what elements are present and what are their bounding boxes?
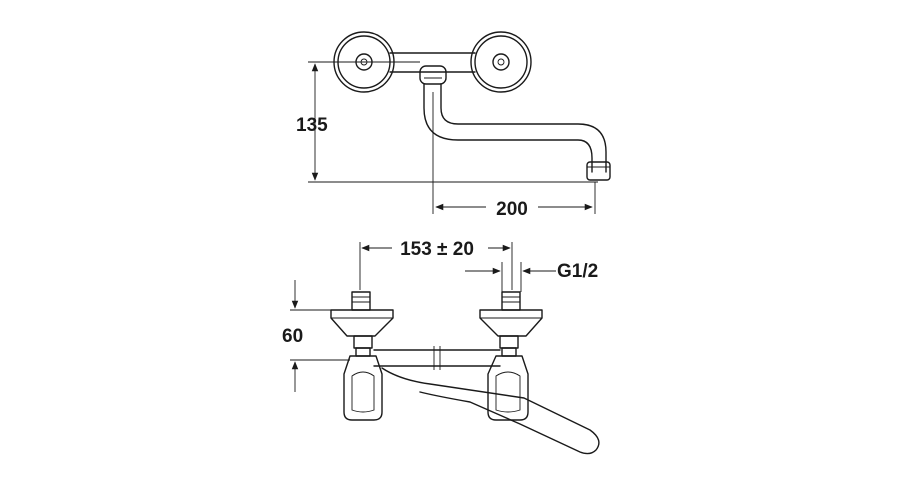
- right-valve: [479, 291, 543, 421]
- swivel-joint: [419, 65, 447, 85]
- spout-profile: [423, 83, 611, 181]
- dim-label-153: 153 ± 20: [400, 239, 474, 260]
- dim-height-60: 60: [282, 280, 350, 392]
- front-spout: [381, 367, 600, 455]
- dim-label-g12: G1/2: [557, 261, 598, 282]
- dim-center-distance: 153 ± 20: [359, 237, 513, 290]
- right-wall-rosette: [470, 31, 532, 93]
- dim-label-200: 200: [496, 199, 528, 220]
- dim-label-135: 135: [296, 115, 328, 136]
- front-view: 153 ± 20 G1/2 60: [282, 237, 600, 455]
- dim-thread: G1/2: [465, 261, 598, 292]
- dim-label-60: 60: [282, 326, 303, 347]
- front-body-tube: [373, 346, 501, 370]
- top-view: 135 200: [296, 31, 611, 220]
- dim-height-135: 135: [296, 61, 598, 183]
- faucet-body-bar: [389, 52, 476, 73]
- dim-reach-200: 200: [435, 198, 593, 220]
- left-valve: [330, 291, 394, 421]
